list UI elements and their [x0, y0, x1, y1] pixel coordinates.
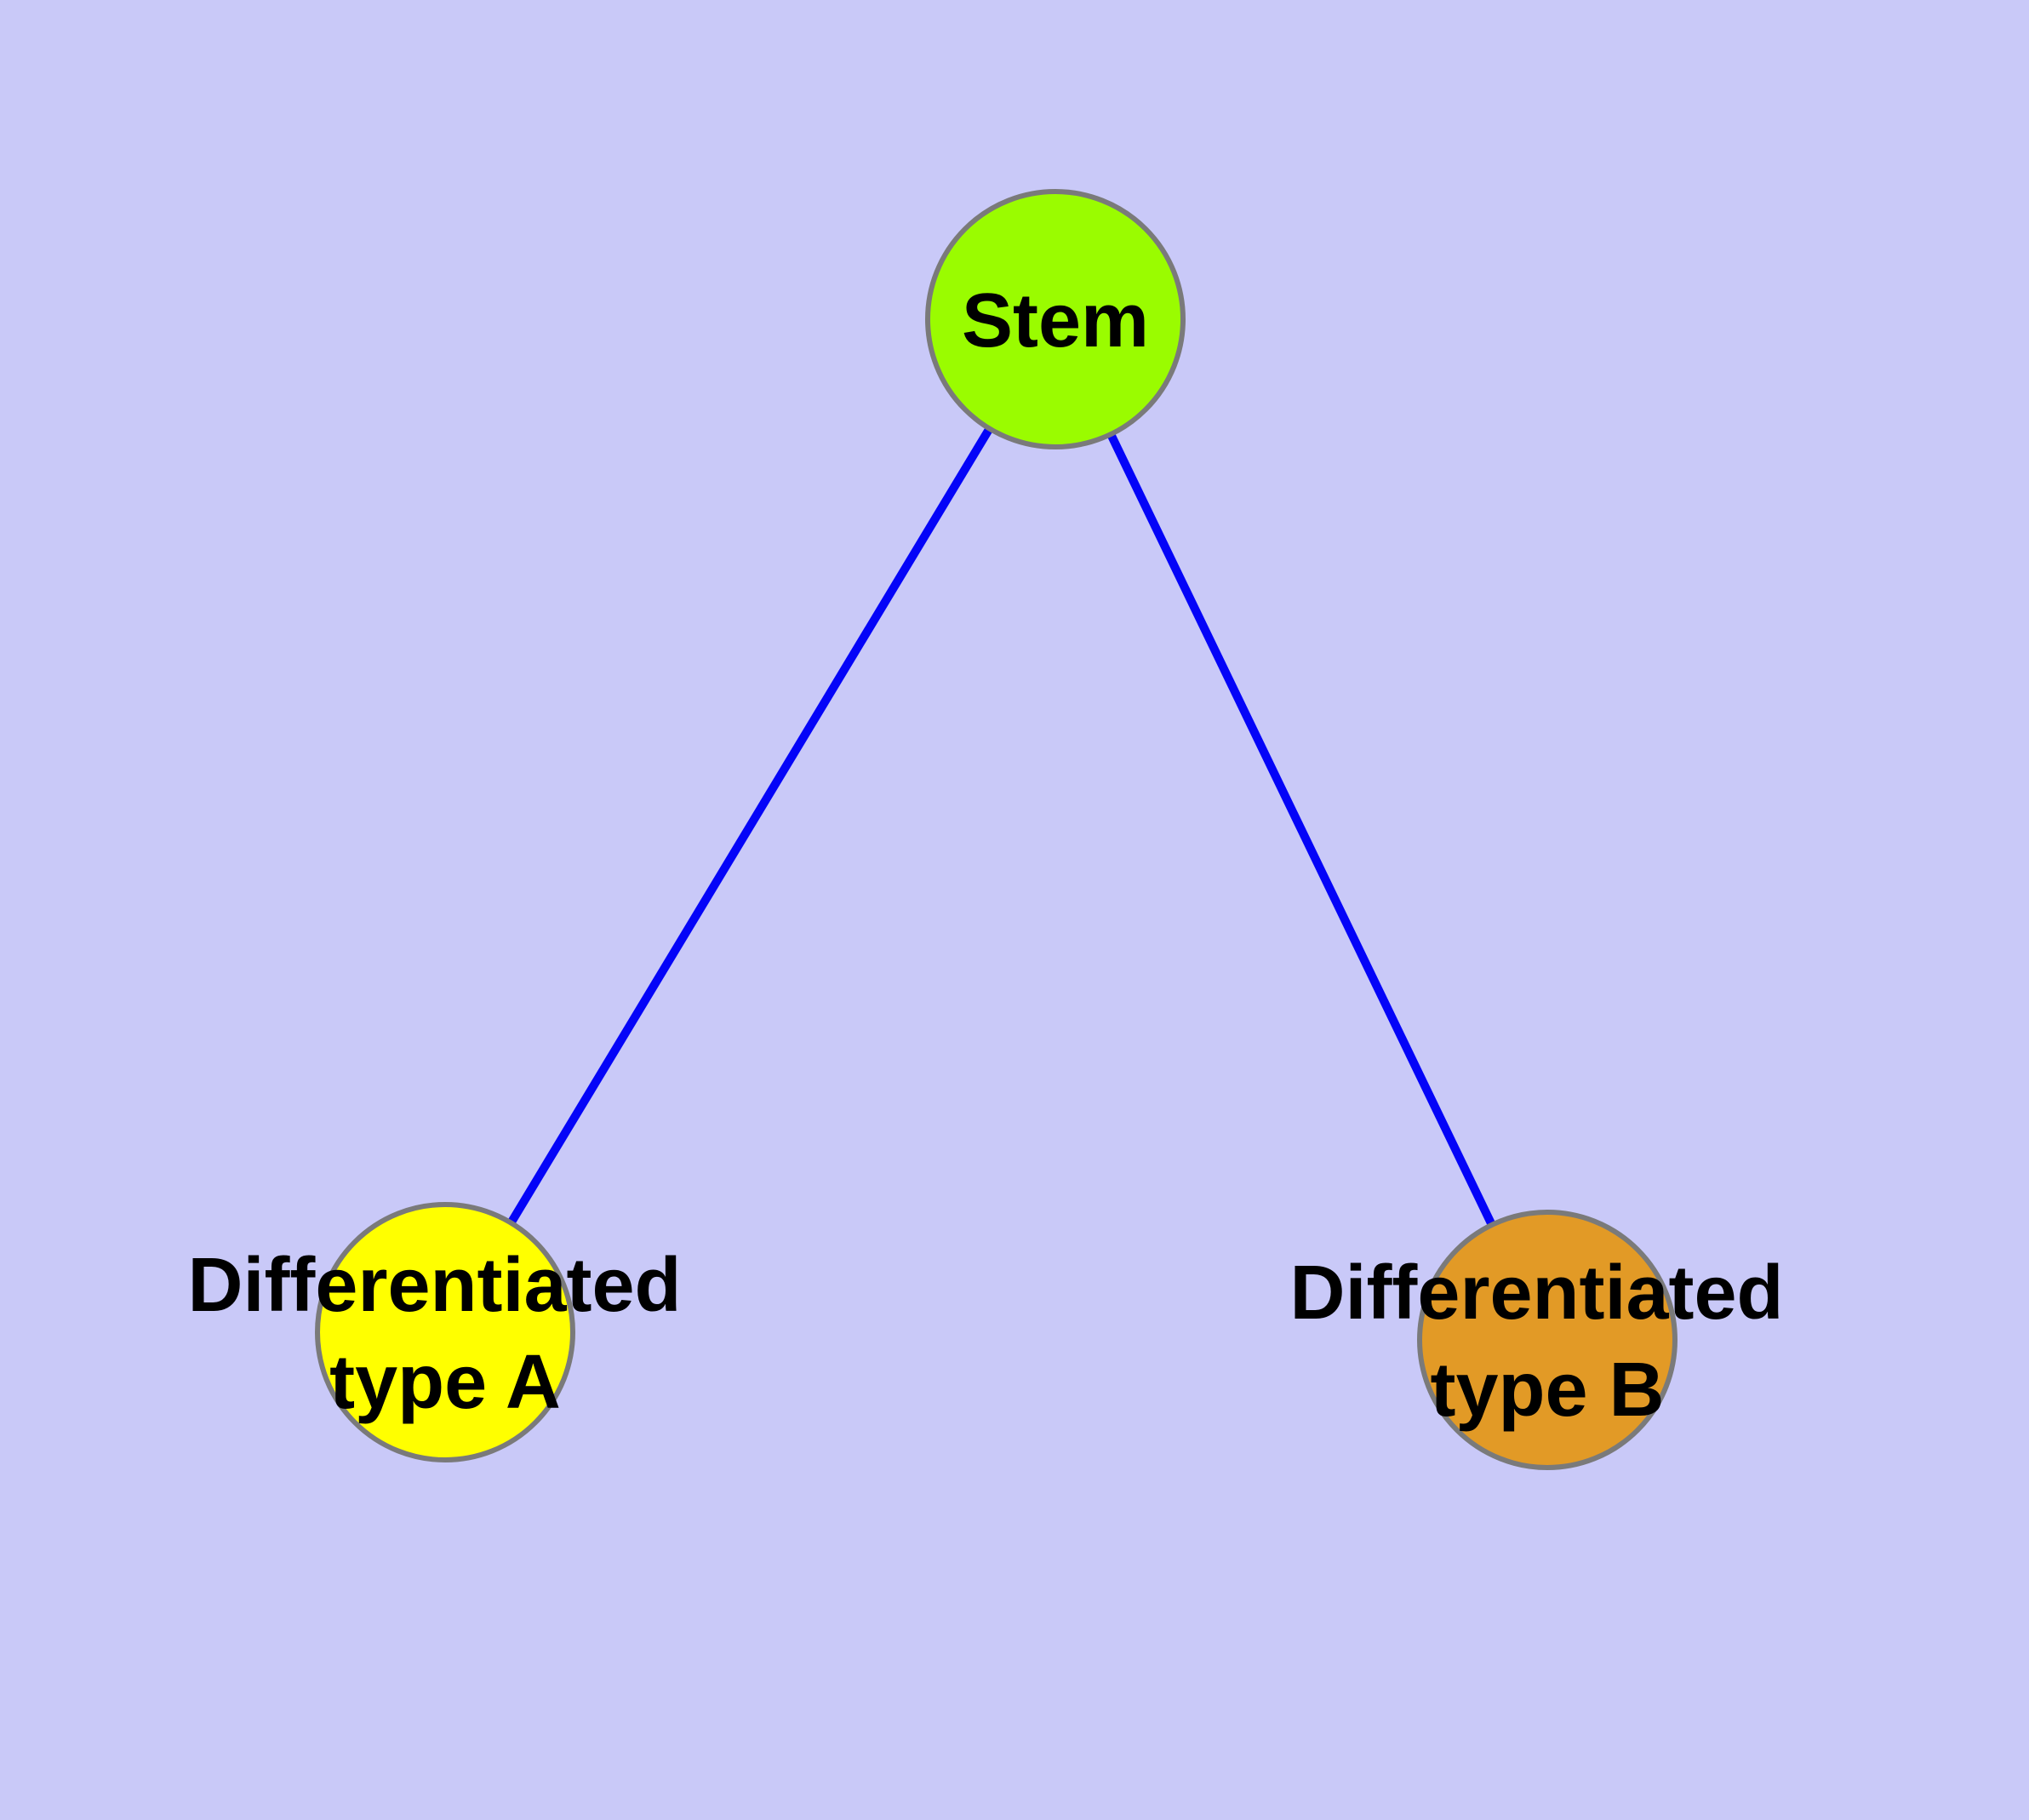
edge-stem-to-type-a [441, 317, 1060, 1335]
node-differentiated-type-b: Differentiated type B [1289, 1210, 1804, 1470]
label-line: Differentiated [1289, 1251, 1783, 1336]
node-stem-label: Stem [962, 278, 1149, 363]
node-differentiated-type-a: Differentiated type A [187, 1202, 702, 1462]
label-line: type B [1430, 1348, 1664, 1433]
node-differentiated-type-b-circle [1417, 1210, 1677, 1470]
node-differentiated-type-a-label: Differentiated type A [187, 1243, 702, 1425]
label-line: type A [329, 1340, 561, 1425]
label-line: Stem [962, 278, 1149, 363]
node-stem: Stem [925, 189, 1186, 449]
node-differentiated-type-a-circle [315, 1202, 575, 1462]
node-stem-circle [925, 189, 1186, 449]
node-differentiated-type-b-label: Differentiated type B [1289, 1251, 1804, 1433]
label-line: Differentiated [187, 1243, 681, 1328]
edges [441, 317, 1552, 1342]
edge-stem-to-type-b [1051, 317, 1552, 1342]
